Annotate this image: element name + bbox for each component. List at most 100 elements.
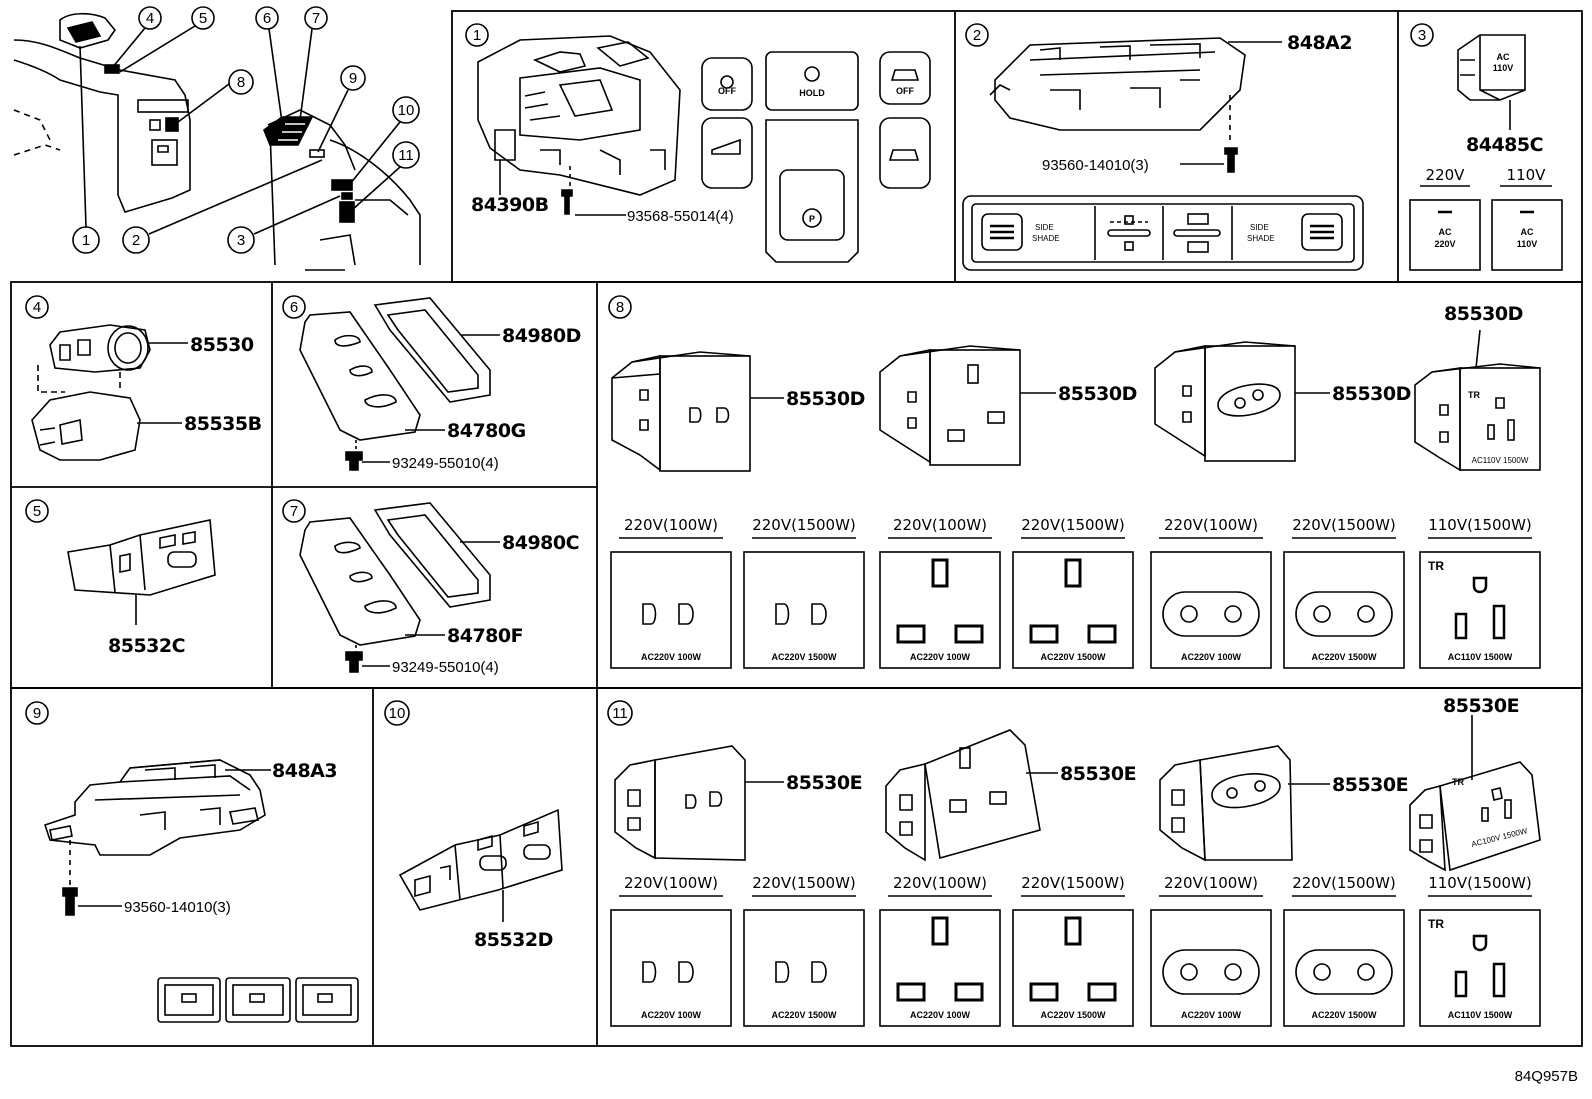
variant-label-5: AC220V 100W xyxy=(1181,652,1242,662)
variant-voltage-3: 220V(100W) xyxy=(893,516,987,534)
variant-voltage-6: 220V(1500W) xyxy=(1292,516,1396,534)
module-ac-label: AC xyxy=(1497,52,1510,62)
pin-right-icon xyxy=(811,603,827,625)
variant-label-1: AC220V 100W xyxy=(641,652,702,662)
socket-face-1 xyxy=(610,551,732,669)
panel-11: 11 85530E 85530E 85530E TR AC100V 1500W xyxy=(607,695,1541,1027)
callout-2: 2 xyxy=(132,232,140,249)
ac-110-l2: 110V xyxy=(1517,239,1538,249)
ac-110-l1: AC xyxy=(1521,227,1534,237)
part-85530E-b: 85530E xyxy=(1060,763,1136,785)
panel-5: 5 85532C xyxy=(25,499,216,657)
part-85530E-d: 85530E xyxy=(1443,695,1519,717)
pin-left-icon xyxy=(775,961,790,983)
park-label: P xyxy=(809,214,815,224)
variant-label-3: AC220V 100W xyxy=(910,1010,971,1020)
off-label: OFF xyxy=(896,86,914,96)
window-switch-icon-c xyxy=(317,993,333,1003)
socket-face-7 xyxy=(1419,909,1541,1027)
panel-index-1: 1 xyxy=(473,27,481,44)
usb-port-icon-a xyxy=(479,855,507,871)
part-85530E-a: 85530E xyxy=(786,772,862,794)
part-93560-14010-a: 93560-14010(3) xyxy=(1042,157,1149,174)
variant-voltage-6: 220V(1500W) xyxy=(1292,874,1396,892)
panel-2: 2 848A2 93560-14010(3) SIDE SHADE SIDE S… xyxy=(962,23,1364,271)
socket-face-7 xyxy=(1419,551,1541,669)
variant-label-3: AC220V 100W xyxy=(910,652,971,662)
side-shade-left-button xyxy=(981,213,1023,251)
variant-label-1: AC220V 100W xyxy=(641,1010,702,1020)
pin-right-icon xyxy=(678,961,694,983)
panel-1: 1 84390B 93568-55014(4) OFF HOLD P OFF xyxy=(465,23,931,263)
socket-face-5 xyxy=(1150,909,1272,1027)
callout-8: 8 xyxy=(237,74,245,91)
callout-10: 10 xyxy=(398,102,415,119)
panel-3: 3 AC 110V 84485C 220V AC 220V 110V AC 11… xyxy=(1409,23,1563,271)
part-84780F: 84780F xyxy=(447,625,523,647)
hold-icon xyxy=(804,66,820,82)
part-85530D-b: 85530D xyxy=(1058,383,1137,405)
part-85535B: 85535B xyxy=(184,413,262,435)
callout-5: 5 xyxy=(199,10,207,27)
usb-port-icon-b xyxy=(523,844,551,860)
callout-6: 6 xyxy=(263,10,271,27)
voltage-110v: 110V xyxy=(1507,166,1547,184)
module-label-b: AC100V 1500W xyxy=(1470,826,1528,849)
tr-label-b: TR xyxy=(1452,777,1464,787)
part-85530D-c: 85530D xyxy=(1332,383,1411,405)
socket-face-4 xyxy=(1012,909,1134,1027)
variant-label-4: AC220V 1500W xyxy=(1040,1010,1106,1020)
panel-index-6: 6 xyxy=(290,299,298,316)
overview-illustration: 1 4 5 8 2 6 7 9 10 11 3 xyxy=(13,6,421,271)
panel-10: 10 85532D xyxy=(384,700,563,951)
auto-off-label: OFF xyxy=(718,86,736,96)
usb-port-icon xyxy=(167,551,197,568)
window-switch-icon-b xyxy=(249,993,265,1003)
voltage-220v: 220V xyxy=(1426,166,1466,184)
shade-label-right: SHADE xyxy=(1247,234,1275,243)
descent-icon xyxy=(888,149,920,161)
part-85530E-c: 85530E xyxy=(1332,774,1408,796)
panel-11-variants: 220V(100W) AC220V 100W 220V(1500W) AC220V 1… xyxy=(610,874,1541,1027)
variant-label-7: AC110V 1500W xyxy=(1448,652,1513,662)
tr-label: TR xyxy=(1428,559,1444,573)
part-85532D: 85532D xyxy=(474,929,553,951)
callout-7: 7 xyxy=(312,10,320,27)
variant-voltage-7: 110V(1500W) xyxy=(1428,516,1532,534)
parking-brake-icon xyxy=(802,208,822,228)
variant-label-2: AC220V 1500W xyxy=(771,652,837,662)
hill-icon xyxy=(711,138,741,155)
panel-index-11: 11 xyxy=(612,705,628,722)
panel-index-4: 4 xyxy=(33,299,41,316)
part-93560-14010-b: 93560-14010(3) xyxy=(124,899,231,916)
module-label-a: AC110V 1500W xyxy=(1472,456,1529,465)
socket-face-1 xyxy=(610,909,732,1027)
variant-voltage-4: 220V(1500W) xyxy=(1021,874,1125,892)
variant-label-4: AC220V 1500W xyxy=(1040,652,1106,662)
tr-label: TR xyxy=(1428,917,1444,931)
variant-voltage-2: 220V(1500W) xyxy=(752,516,856,534)
outlet-2pin-icon xyxy=(689,407,702,423)
variant-label-7: AC110V 1500W xyxy=(1448,1010,1513,1020)
part-84980C: 84980C xyxy=(502,532,579,554)
part-85532C: 85532C xyxy=(108,635,185,657)
panel-index-2: 2 xyxy=(973,27,981,44)
ac-220-l2: 220V xyxy=(1434,239,1455,249)
variant-voltage-2: 220V(1500W) xyxy=(752,874,856,892)
panel-index-8: 8 xyxy=(616,299,624,316)
variant-voltage-7: 110V(1500W) xyxy=(1428,874,1532,892)
panel-6: 6 84980D 84780G 93249-55010(4) xyxy=(282,295,581,472)
variant-voltage-4: 220V(1500W) xyxy=(1021,516,1125,534)
callout-9: 9 xyxy=(349,70,357,87)
variant-label-5: AC220V 100W xyxy=(1181,1010,1242,1020)
part-85530: 85530 xyxy=(190,334,254,356)
variant-label-6: AC220V 1500W xyxy=(1311,1010,1377,1020)
auto-icon xyxy=(720,75,734,89)
window-switch-icon-a xyxy=(181,993,197,1003)
variant-voltage-1: 220V(100W) xyxy=(624,874,718,892)
part-84390B: 84390B xyxy=(471,194,549,216)
variant-voltage-1: 220V(100W) xyxy=(624,516,718,534)
variant-voltage-3: 220V(100W) xyxy=(893,874,987,892)
traction-off-icon xyxy=(890,69,920,81)
part-84485C: 84485C xyxy=(1466,134,1543,156)
